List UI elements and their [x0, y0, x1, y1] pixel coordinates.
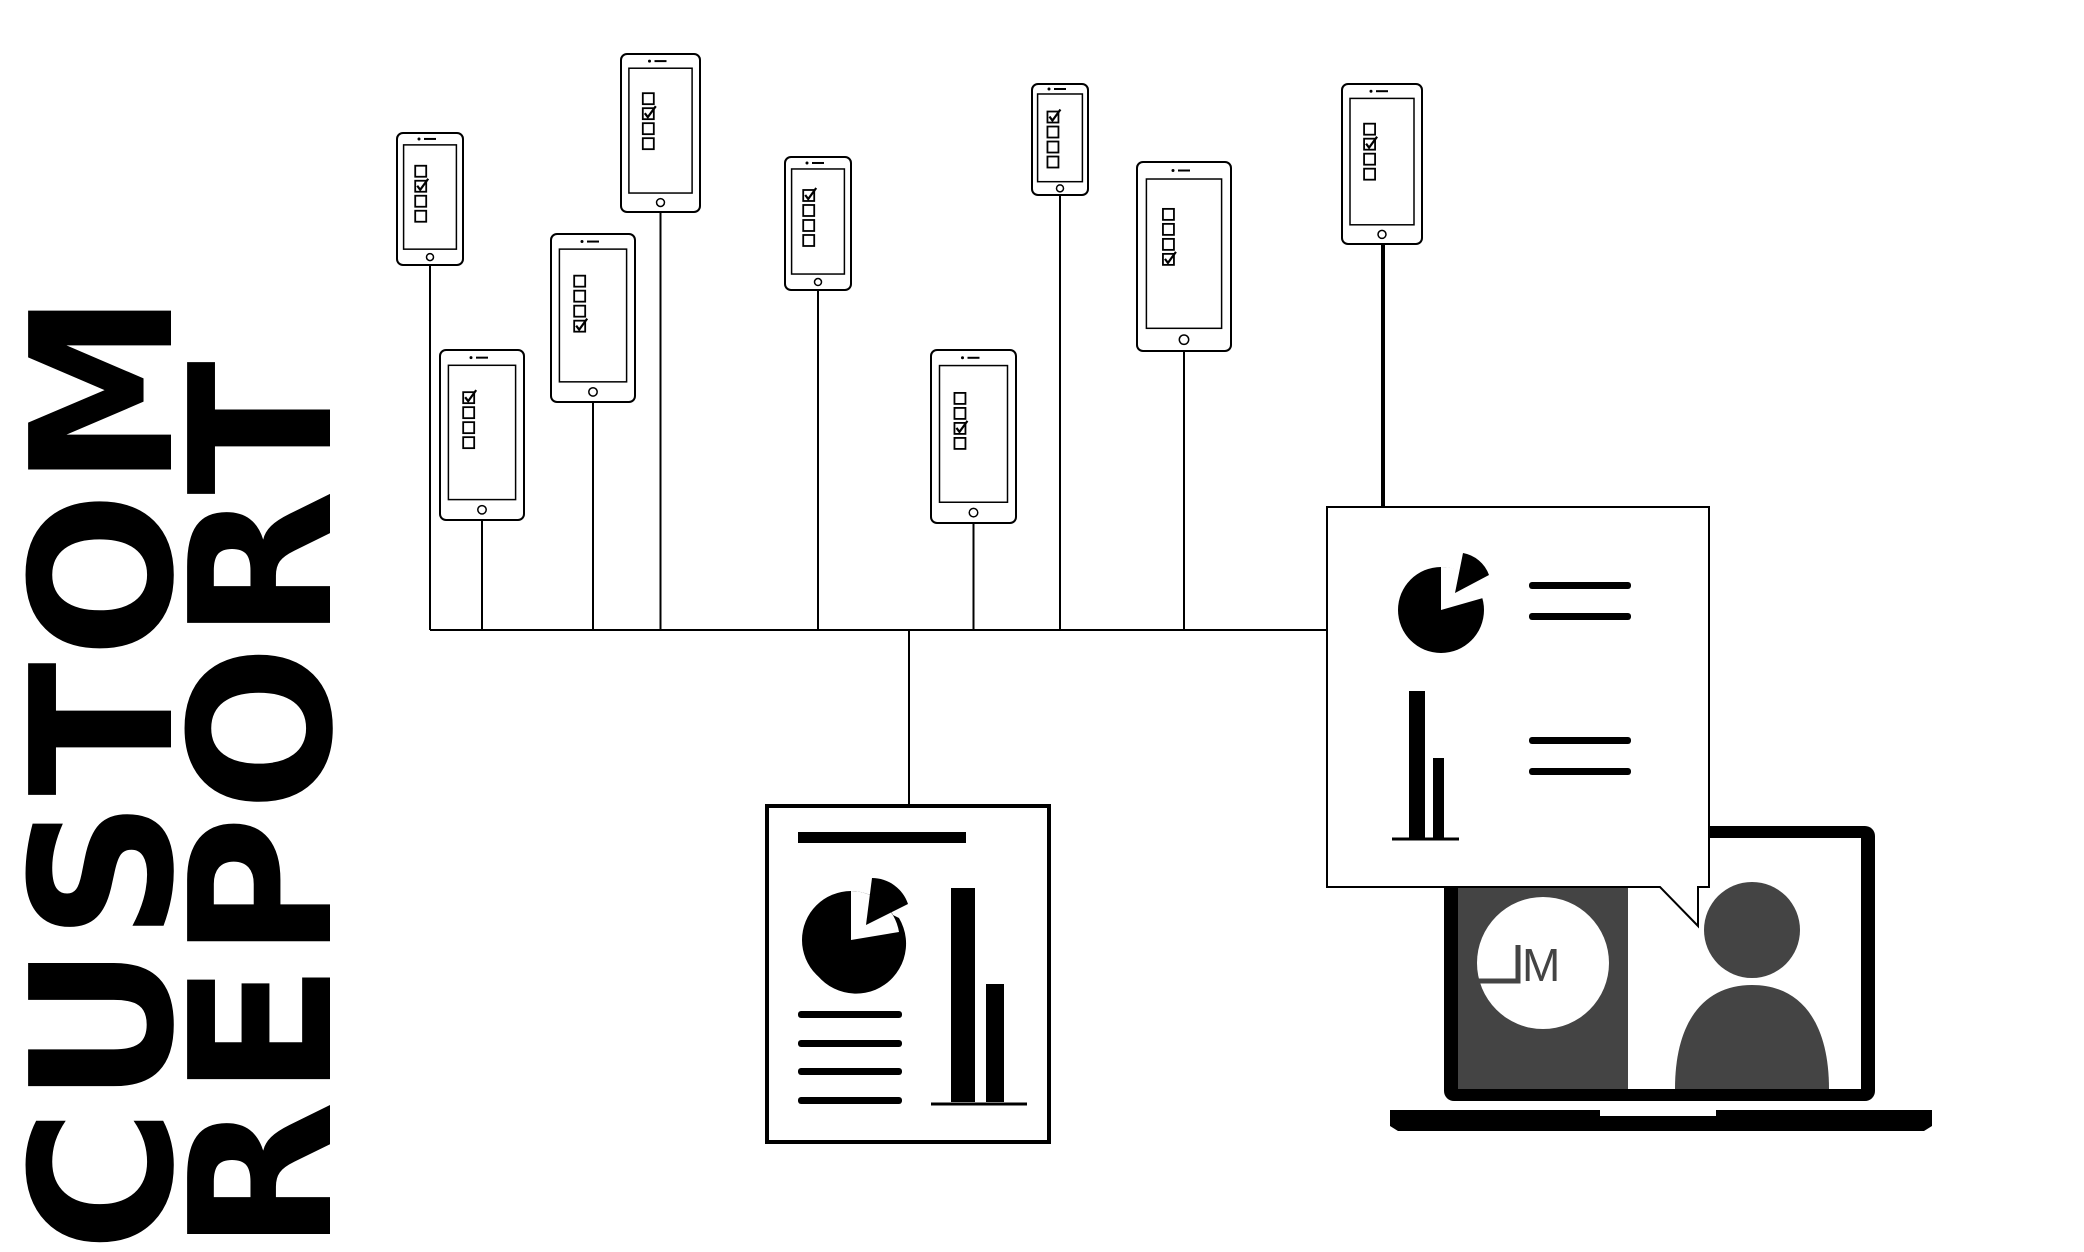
checkbox-icon	[802, 189, 816, 202]
phone-home-button	[1055, 184, 1065, 193]
phone-speaker	[812, 161, 824, 164]
checkbox-icon	[573, 289, 587, 303]
phone-screen	[790, 168, 846, 275]
checkbox-icon	[953, 422, 967, 435]
laptop-base	[1390, 1110, 1932, 1131]
connector-lines	[430, 244, 1385, 806]
phone-9	[1341, 83, 1423, 507]
phone-4	[620, 53, 701, 630]
phone-5	[784, 156, 852, 630]
checkmark-icon	[804, 187, 818, 201]
pie-chart-icon	[1398, 553, 1489, 653]
report-popup	[1326, 506, 1710, 929]
phone-home-button	[477, 504, 487, 515]
phone-screen	[1036, 93, 1084, 183]
phone-screen	[558, 248, 628, 383]
checkbox-icon	[953, 392, 967, 405]
logo-letter: M	[1522, 939, 1560, 991]
checkmark-icon	[416, 178, 430, 192]
checkbox-icon	[1363, 122, 1376, 136]
phone-speaker	[476, 356, 488, 359]
phone-home-button	[655, 197, 666, 208]
checkbox-icon	[1162, 222, 1175, 236]
phone-screen	[628, 67, 693, 194]
checkmark-icon	[1048, 108, 1062, 123]
checkmark-icon	[1164, 251, 1177, 265]
person-avatar-icon	[1675, 882, 1829, 1089]
checkbox-icon	[641, 92, 655, 106]
checkbox-icon	[414, 194, 428, 208]
phone-home-button	[813, 277, 823, 287]
checkbox-icon	[1046, 155, 1060, 169]
bar-chart-icon	[931, 888, 1027, 1106]
phone-speaker	[1054, 87, 1066, 90]
phone-home-button	[1178, 334, 1190, 346]
checkmark-icon	[1365, 136, 1378, 150]
checkbox-icon	[414, 179, 428, 193]
phone-screen	[447, 364, 517, 501]
checkbox-icon	[1363, 152, 1376, 166]
phone-3	[550, 233, 636, 630]
phone-speaker	[1178, 169, 1190, 172]
checkbox-icon	[462, 421, 476, 435]
checkbox-icon	[641, 137, 655, 151]
checkbox-icon	[414, 164, 428, 178]
phone-speaker	[967, 356, 980, 359]
phone-1	[396, 132, 464, 630]
report-document	[765, 804, 1051, 1144]
checkbox-icon	[802, 234, 816, 247]
checkbox-icon	[1162, 237, 1175, 251]
checkbox-icon	[641, 122, 655, 136]
checkbox-icon	[641, 107, 655, 121]
checkbox-icon	[462, 391, 476, 405]
phone-speaker	[1376, 90, 1388, 93]
phone-home-button	[1377, 229, 1387, 240]
checkmark-icon	[955, 420, 969, 434]
checkbox-icon	[573, 304, 587, 318]
phone-home-button	[588, 386, 598, 397]
bar-chart-icon	[1392, 691, 1459, 841]
checkbox-icon	[573, 274, 587, 288]
logo-mark: M	[1479, 939, 1560, 991]
checkbox-icon	[414, 209, 428, 223]
phone-screen	[1349, 97, 1415, 226]
phone-home-button	[968, 507, 979, 518]
phones-group	[396, 53, 1423, 630]
phone-screen	[402, 144, 458, 250]
checkbox-icon	[1363, 137, 1376, 151]
checkbox-icon	[1363, 167, 1376, 181]
checkbox-icon	[462, 406, 476, 420]
document-title-bar	[798, 832, 966, 843]
checkbox-icon	[1162, 252, 1175, 266]
checkmark-icon	[464, 389, 478, 404]
logo-circle	[1477, 897, 1609, 1029]
checkbox-icon	[462, 436, 476, 450]
phone-speaker	[587, 240, 599, 243]
phone-speaker	[654, 60, 667, 63]
checkbox-icon	[802, 204, 816, 217]
phone-2	[439, 349, 525, 630]
phone-6	[930, 349, 1017, 630]
phone-screen	[938, 364, 1009, 503]
checkbox-icon	[1046, 110, 1060, 124]
checkbox-icon	[953, 437, 967, 450]
phone-8	[1136, 161, 1232, 630]
checkbox-icon	[1046, 140, 1060, 154]
checkbox-icon	[1162, 207, 1175, 221]
phone-home-button	[425, 252, 435, 262]
popup-text-lines	[1529, 582, 1631, 775]
checkbox-icon	[953, 407, 967, 420]
document-text-lines	[798, 1011, 902, 1104]
checkmark-icon	[643, 105, 657, 120]
checkmark-icon	[575, 318, 589, 332]
pie-chart-icon	[802, 878, 908, 994]
phone-7	[1031, 83, 1089, 630]
checkbox-icon	[1046, 125, 1060, 139]
phone-screen	[1145, 178, 1223, 330]
phone-speaker	[424, 137, 436, 140]
checkbox-icon	[802, 219, 816, 232]
checkbox-icon	[573, 319, 587, 333]
